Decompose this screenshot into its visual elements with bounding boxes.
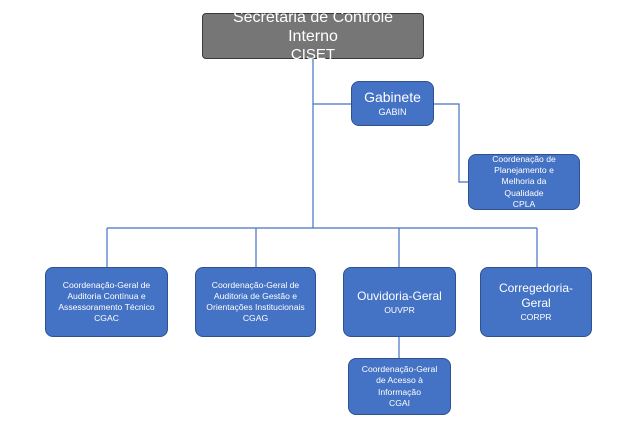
node-cpla-label: Coordenação de Planejamento e Melhoria d…	[492, 154, 556, 198]
node-gabin-label: Gabinete	[364, 89, 421, 106]
node-cgac: Coordenação-Geral de Auditoria Contínua …	[45, 267, 168, 337]
node-cgai-abbr: CGAI	[388, 397, 410, 408]
node-gabin: Gabinete GABIN	[351, 81, 434, 126]
node-cgag: Coordenação-Geral de Auditoria de Gestão…	[195, 267, 316, 337]
node-ouvpr-abbr: OUVPR	[384, 305, 415, 316]
node-cgag-label: Coordenação-Geral de Auditoria de Gestão…	[206, 279, 305, 312]
node-ciset: Secretaria de Controle Interno CISET	[202, 9, 424, 63]
node-corpr-abbr: CORPR	[520, 312, 552, 323]
node-ciset-abbr: CISET	[290, 46, 336, 64]
node-corpr-label: Corregedoria-Geral	[498, 281, 574, 310]
cpla-connector	[434, 103, 468, 183]
node-ouvpr: Ouvidoria-Geral OUVPR	[343, 267, 456, 337]
node-cpla: Coordenação de Planejamento e Melhoria d…	[468, 154, 580, 210]
node-ouvpr-label: Ouvidoria-Geral	[357, 288, 442, 303]
node-cgai-label: Coordenação-Geral de Acesso à Informação	[361, 364, 438, 397]
node-cgac-label: Coordenação-Geral de Auditoria Contínua …	[58, 279, 155, 312]
node-cgag-abbr: CGAG	[242, 313, 269, 324]
node-ciset-label: Secretaria de Controle Interno	[232, 8, 394, 45]
node-gabin-abbr: GABIN	[378, 107, 407, 117]
node-cpla-abbr: CPLA	[512, 198, 536, 209]
node-cgac-abbr: CGAC	[94, 313, 119, 324]
node-corpr: Corregedoria-Geral CORPR	[480, 267, 592, 337]
node-cgai: Coordenação-Geral de Acesso à Informação…	[348, 358, 451, 415]
